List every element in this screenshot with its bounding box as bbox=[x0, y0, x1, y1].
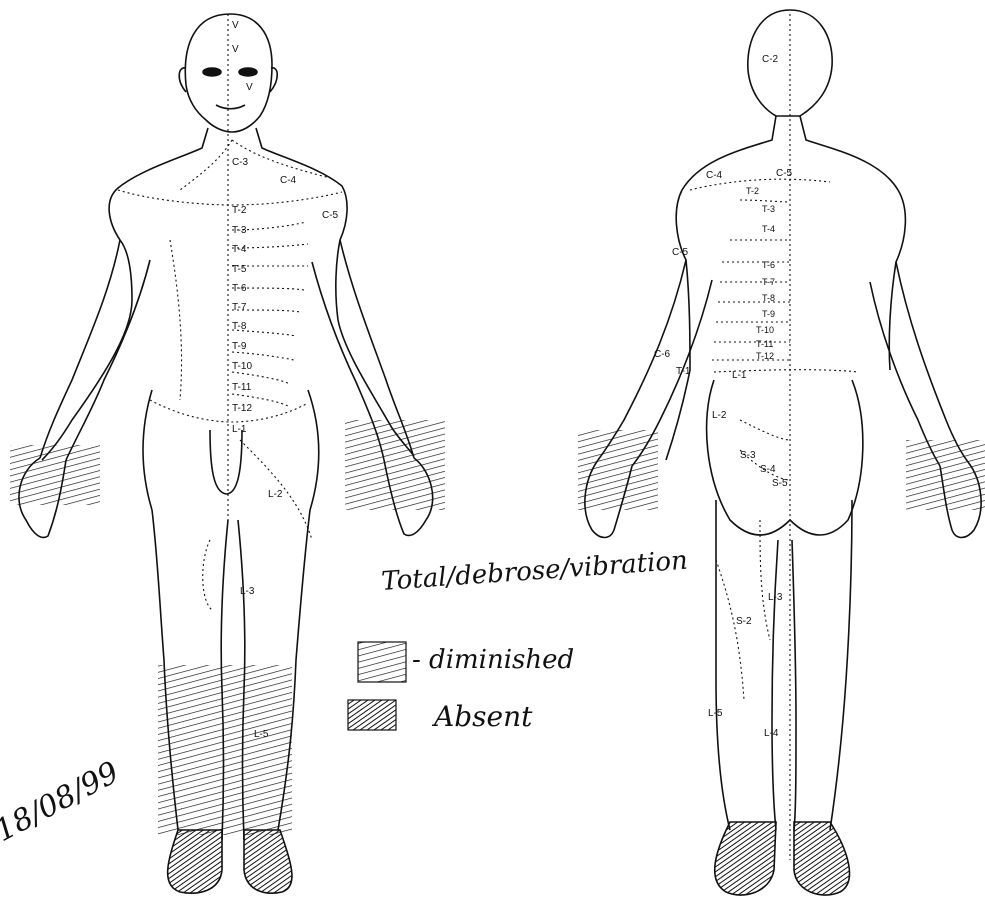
front-label-l5: L-5 bbox=[254, 729, 269, 740]
front-right-foot-absent bbox=[244, 830, 292, 893]
front-label-t10: T-10 bbox=[232, 361, 252, 372]
handwritten-notes: Total/debrose/vibration - diminished Abs… bbox=[0, 546, 689, 849]
back-label-t3: T-3 bbox=[762, 204, 775, 214]
back-label-l5: L-5 bbox=[708, 708, 723, 719]
front-label-t4: T-4 bbox=[232, 244, 247, 255]
front-right-eye bbox=[239, 68, 257, 76]
back-label-t6: T-6 bbox=[762, 260, 775, 270]
handwritten-note-total: Total/debrose/vibration bbox=[380, 546, 688, 597]
back-label-l2: L-2 bbox=[712, 410, 727, 421]
front-label-c4: C-4 bbox=[280, 175, 297, 186]
front-left-eye bbox=[203, 68, 221, 76]
back-label-t2: T-2 bbox=[746, 186, 759, 196]
back-label-t11: T-11 bbox=[756, 339, 773, 349]
back-label-t4: T-4 bbox=[762, 224, 775, 234]
legend-absent-swatch bbox=[348, 700, 396, 730]
front-groin bbox=[210, 430, 242, 494]
back-label-c4: C-4 bbox=[706, 170, 723, 181]
front-left-foot-absent bbox=[168, 830, 222, 893]
back-buttocks bbox=[707, 380, 863, 535]
front-label-t7: T-7 bbox=[232, 302, 247, 313]
front-label-t11: T-11 bbox=[232, 382, 252, 393]
front-left-arm bbox=[40, 240, 150, 460]
front-head bbox=[185, 14, 272, 132]
front-label-t5: T-5 bbox=[232, 264, 247, 275]
back-label-l1: L-1 bbox=[732, 370, 747, 381]
back-label-s2: S-2 bbox=[736, 616, 752, 627]
legend-diminished-swatch bbox=[358, 642, 406, 682]
front-label-t9: T-9 bbox=[232, 341, 247, 352]
back-body-figure bbox=[578, 10, 985, 895]
front-label-t2: T-2 bbox=[232, 205, 247, 216]
front-body-figure bbox=[10, 14, 445, 893]
back-label-t8: T-8 bbox=[762, 293, 775, 303]
back-right-foot-absent bbox=[794, 822, 849, 895]
back-label-t12: T-12 bbox=[756, 351, 774, 361]
front-mouth bbox=[216, 105, 245, 109]
front-label-t12: T-12 bbox=[232, 403, 252, 414]
back-label-l4: L-4 bbox=[764, 728, 779, 739]
front-label-v2: V bbox=[232, 44, 239, 55]
back-left-foot-absent bbox=[715, 822, 776, 895]
front-label-l1: L-1 bbox=[232, 424, 247, 435]
front-label-c3: C-3 bbox=[232, 157, 249, 168]
front-label-c5: C-5 bbox=[322, 210, 339, 221]
back-label-l3: L-3 bbox=[768, 592, 783, 603]
legend-diminished-label: - diminished bbox=[412, 645, 574, 675]
front-label-v3: V bbox=[246, 82, 253, 93]
back-left-leg bbox=[716, 500, 778, 830]
handwritten-date: 18/08/99 bbox=[0, 755, 125, 849]
back-label-s3: S-3 bbox=[740, 450, 756, 461]
back-right-arm bbox=[870, 262, 968, 466]
back-label-c5-left: C-5 bbox=[672, 247, 689, 258]
back-right-leg bbox=[792, 500, 852, 830]
back-label-c5-upper: C-5 bbox=[776, 168, 793, 179]
front-right-hand-hatch bbox=[345, 420, 445, 510]
front-label-v1: V bbox=[232, 20, 239, 31]
front-label-l3: L-3 bbox=[240, 586, 255, 597]
back-label-t9: T-9 bbox=[762, 309, 775, 319]
back-label-c6: C-6 bbox=[654, 349, 671, 360]
back-label-s5: S-5 bbox=[772, 478, 788, 489]
back-label-c2: C-2 bbox=[762, 54, 779, 65]
front-leg-hatch-diminished bbox=[158, 665, 292, 835]
front-label-l2: L-2 bbox=[268, 489, 283, 500]
back-left-hand-hatch bbox=[578, 430, 658, 510]
back-label-t10: T-10 bbox=[756, 325, 774, 335]
back-label-t7: T-7 bbox=[762, 277, 775, 287]
front-label-t6: T-6 bbox=[232, 283, 247, 294]
back-label-t1: T-1 bbox=[676, 366, 691, 377]
legend-absent-label: Absent bbox=[431, 700, 533, 733]
back-label-s4: S-4 bbox=[760, 464, 776, 475]
front-label-t3: T-3 bbox=[232, 225, 247, 236]
front-label-t8: T-8 bbox=[232, 321, 247, 332]
